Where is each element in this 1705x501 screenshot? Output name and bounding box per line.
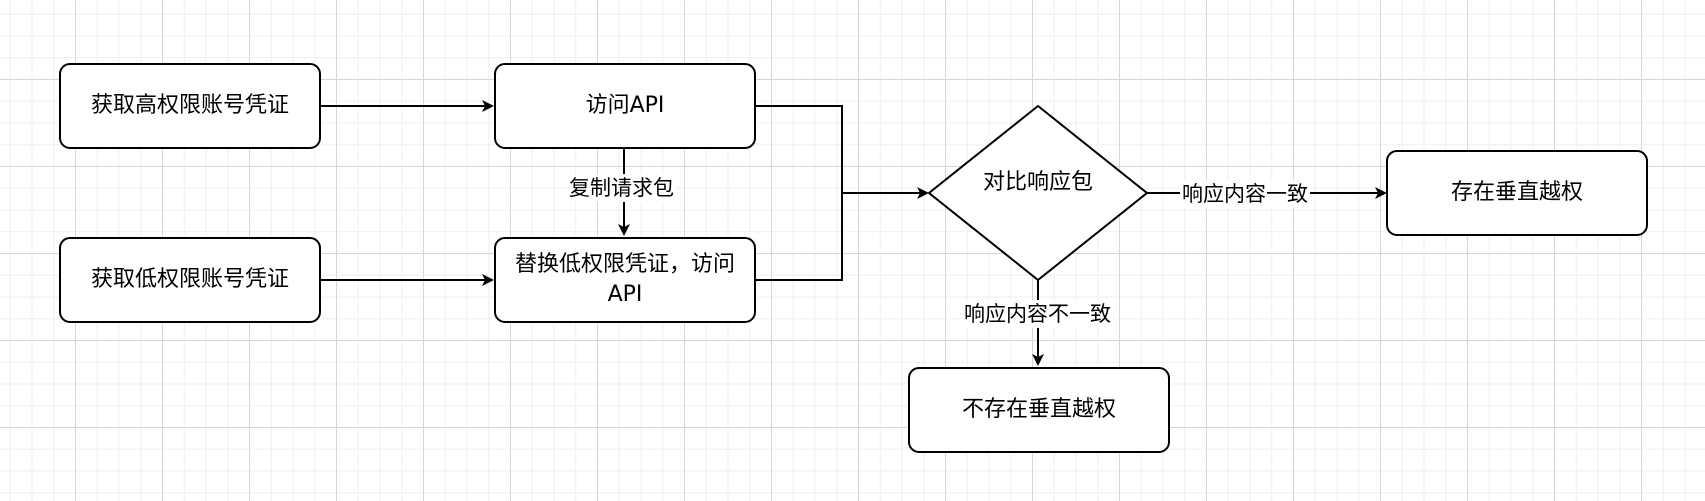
node-access-api-label: 访问API <box>585 93 665 118</box>
node-vertical-privilege-exists-label: 存在垂直越权 <box>1450 180 1583 205</box>
node-replace-and-access: 替换低权限凭证，访问API <box>494 237 756 323</box>
node-replace-and-access-label: 替换低权限凭证，访问API <box>514 252 735 307</box>
edge-replace-to-compare <box>755 193 843 281</box>
node-get-high-credential: 获取高权限账号凭证 <box>59 63 321 149</box>
edge-access-to-compare <box>755 105 843 193</box>
edge-label-inconsistent: 响应内容不一致 <box>962 300 1113 328</box>
node-no-vertical-privilege: 不存在垂直越权 <box>908 367 1170 453</box>
node-get-low-credential: 获取低权限账号凭证 <box>59 237 321 323</box>
edge-label-copy-request: 复制请求包 <box>567 174 676 202</box>
node-compare-responses-label: 对比响应包 <box>982 170 1093 195</box>
node-access-api: 访问API <box>494 63 756 149</box>
node-no-vertical-privilege-label: 不存在垂直越权 <box>961 397 1116 422</box>
node-get-high-credential-label: 获取高权限账号凭证 <box>90 93 289 118</box>
edge-label-consistent: 响应内容一致 <box>1180 180 1310 208</box>
node-get-low-credential-label: 获取低权限账号凭证 <box>90 267 289 292</box>
node-vertical-privilege-exists: 存在垂直越权 <box>1386 150 1648 236</box>
